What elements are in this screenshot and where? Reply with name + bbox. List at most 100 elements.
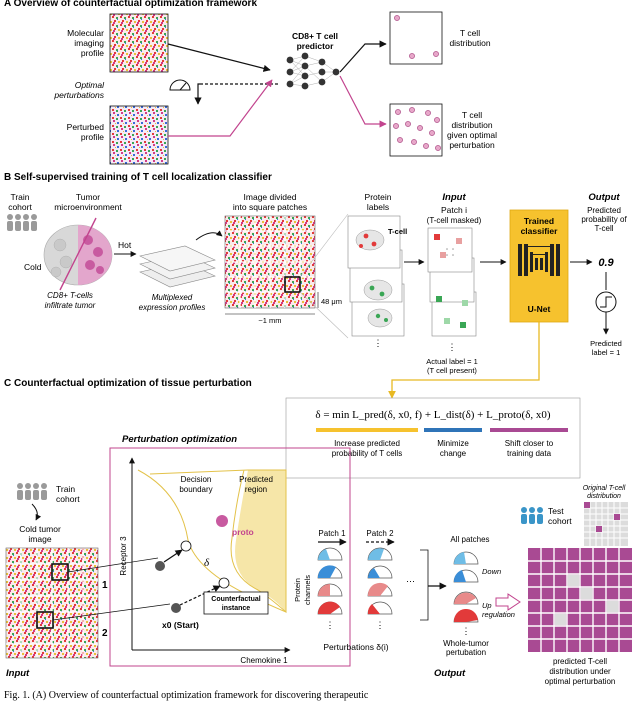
test-cohort-label-1: Test [548, 506, 564, 516]
zoom-line-bottom [299, 291, 349, 339]
c-people-icon [17, 483, 47, 500]
counterfactual-point-2 [218, 577, 230, 589]
counterfactual-point-1 [180, 540, 192, 552]
zoom-line-top [299, 213, 349, 278]
whole-tumor-label-1: Whole-tumor [443, 639, 489, 648]
objective-equation: δ = min L_pred(δ, x0, f) + L_dist(δ) + L… [315, 409, 550, 421]
perturbed-label-2: profile [81, 132, 104, 142]
distribution-label-2: distribution [449, 38, 490, 48]
arrow-to-distribution [339, 40, 387, 73]
proto-label: proto [232, 527, 254, 537]
start-point-1 [155, 561, 165, 571]
perturbed-label-1: Perturbed [67, 122, 105, 132]
proto-loss-bar [490, 428, 568, 432]
channels-label-2: channels [303, 575, 312, 605]
patch2-gauges [367, 547, 393, 615]
output-header: Output [588, 192, 620, 203]
arrow-classifier-to-equation [388, 322, 540, 399]
perturbed-distribution-label-4: perturbation [449, 140, 495, 150]
proto-loss-label-2: training data [507, 449, 552, 458]
perturbed-distribution-label-1: T cell [462, 110, 482, 120]
perturbation-optimization-box [109, 447, 351, 667]
trained-label-2: classifier [521, 226, 559, 236]
c-train-label-2: cohort [56, 494, 80, 504]
original-distribution-grid [584, 502, 628, 546]
decision-label-2: boundary [179, 485, 212, 494]
train-cohort-label-1: Train [10, 192, 29, 202]
optimal-label-1: Optimal [75, 80, 105, 90]
multiplexed-stack [139, 245, 216, 288]
predicted-dist-label-3: optimal perturbation [545, 677, 616, 686]
patch2-link [52, 603, 171, 621]
people-icon [7, 214, 37, 231]
original-dist-label-2: distribution [587, 493, 621, 500]
delta-arrow-1 [163, 549, 183, 563]
equation-box [285, 397, 581, 479]
patches-bracket [420, 549, 429, 621]
original-dist-label-1: Original T-cell [583, 485, 626, 492]
hollow-arrow-to-result [495, 593, 521, 611]
patch2-ellipsis: ⋮ [376, 620, 385, 630]
c-output-label: Output [434, 668, 466, 679]
optimal-label-2: perturbations [53, 90, 104, 100]
channels-label-1: Protein [293, 578, 302, 602]
perturbations-label: Perturbations δ(i) [323, 642, 388, 652]
probability-value: 0.9 [598, 257, 614, 269]
predictor-label-2: predictor [297, 41, 335, 51]
perturbed-t-cell-dots [393, 107, 441, 151]
test-people-icon [521, 507, 543, 524]
panel-c-header: C Counterfactual optimization of tissue … [4, 378, 252, 389]
pred-label-1: Predicted [590, 339, 622, 348]
patch-ellipsis: ⋮ [448, 342, 457, 352]
actual-label-2: (T cell present) [427, 366, 477, 375]
c-train-label-1: Train [56, 484, 75, 494]
gauge-icon [169, 79, 191, 91]
pred-label-2: label = 1 [592, 348, 621, 357]
perturbed-distribution-label-3: given optimal [447, 130, 497, 140]
predicted-region-label-1: Predicted [239, 475, 273, 484]
patch2-header: Patch 2 [366, 529, 394, 538]
tme-label-2: microenvironment [54, 202, 122, 212]
pred-loss-bar [316, 428, 418, 432]
scale-1mm-label: ~1 mm [258, 316, 281, 325]
patch1-ellipsis: ⋮ [326, 620, 335, 630]
c-input-label: Input [6, 668, 30, 679]
masked-patch-stack [427, 227, 477, 337]
predicted-distribution-grid [528, 548, 632, 652]
start-label: x0 (Start) [162, 620, 199, 630]
decision-label-1: Decision [181, 475, 212, 484]
patches-ellipsis: ⋯ [406, 576, 415, 586]
predictor-label-1: CD8+ T cell [292, 31, 338, 41]
feedback-arrow [194, 83, 202, 105]
protein-labels-2: labels [367, 202, 389, 212]
arrow-perturbed-to-predictor [168, 79, 273, 137]
predicted-dist-label-1: predicted T-cell [553, 657, 607, 666]
unet-label: U-Net [528, 304, 551, 314]
arrow-profile-to-predictor [167, 43, 271, 72]
molecular-label-1: Molecular [67, 28, 104, 38]
cold-image-label-1: Cold tumor [19, 524, 61, 534]
proto-point [216, 515, 228, 527]
cold-label: Cold [24, 262, 42, 272]
molecular-label-3: profile [81, 48, 104, 58]
dist-loss-bar [424, 428, 482, 432]
masked-label: (T-cell masked) [427, 216, 482, 225]
protein-labels-1: Protein [365, 192, 392, 202]
delta-label: δ [204, 557, 210, 569]
counterfactual-label-1: Counterfactual [211, 596, 260, 603]
up-label-2: regulation [482, 610, 515, 619]
scale-48-label: 48 μm [321, 297, 342, 306]
perturbation-optimization-title: Perturbation optimization [122, 434, 237, 445]
hot-label: Hot [118, 240, 132, 250]
molecular-label-2: imaging [74, 38, 104, 48]
test-cohort-label-2: cohort [548, 516, 572, 526]
chemokine-axis-label: Chemokine 1 [240, 656, 288, 665]
whole-tumor-gauges [453, 551, 479, 623]
trained-label-1: Trained [524, 216, 554, 226]
dist-loss-label-1: Minimize [437, 439, 469, 448]
cd8-label-2: infiltrate tumor [45, 301, 96, 310]
unet-icon [518, 244, 560, 276]
perturbed-profile-image [109, 105, 169, 165]
divided-label-2: into square patches [233, 202, 307, 212]
